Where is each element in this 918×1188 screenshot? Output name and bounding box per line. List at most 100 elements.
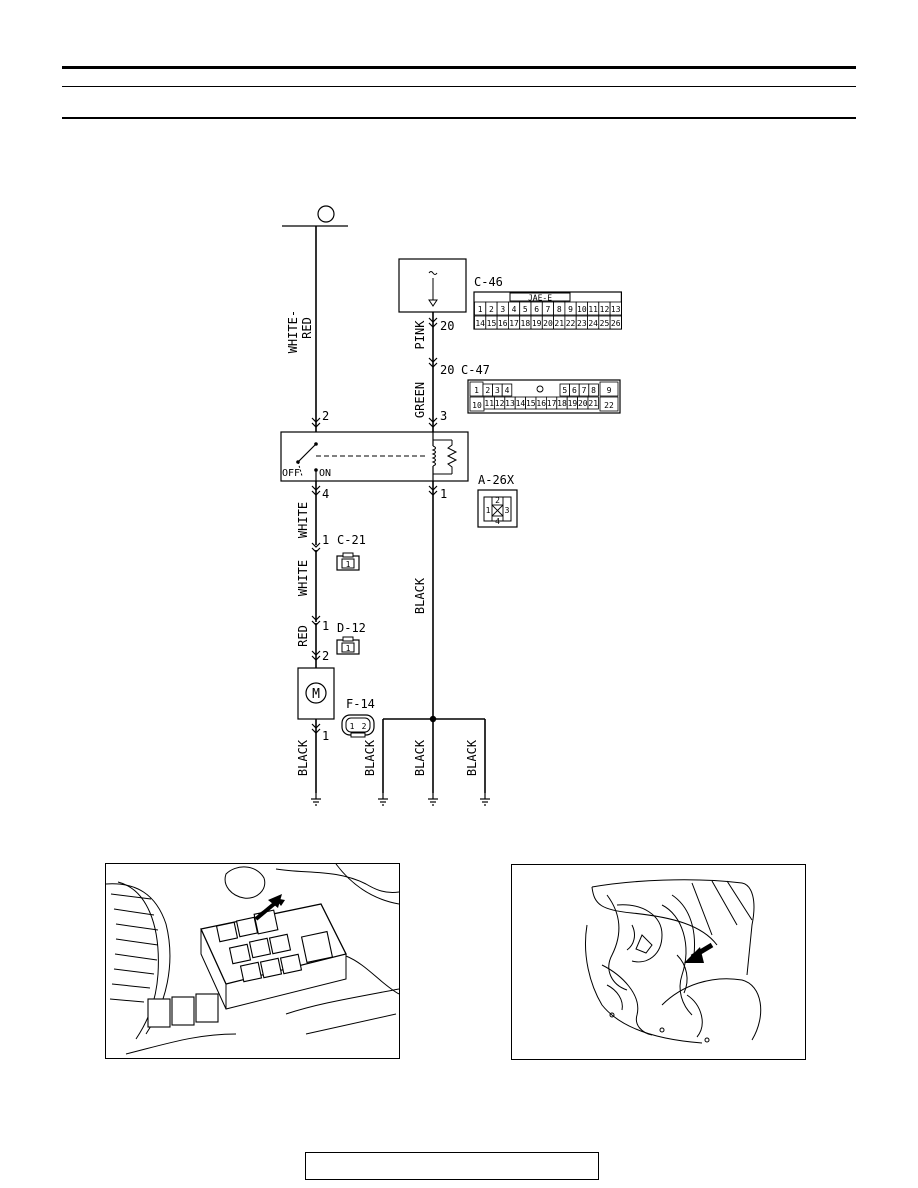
connector-f14-face: 1 2 — [341, 714, 375, 738]
connector-a26x-pin-4: 4 — [495, 517, 500, 526]
ground-bus — [382, 715, 486, 793]
connector-f14-pin-1: 1 — [350, 722, 355, 731]
connector-f14-name: F-14 — [346, 697, 375, 711]
connector-c46-tag: JAE-E — [528, 294, 552, 303]
connector-c46-pin: 9 — [568, 305, 573, 314]
relay-box: OFF ON — [280, 431, 469, 482]
photo-harness — [511, 864, 806, 1060]
wire-label-black-motor: BLACK — [296, 739, 310, 776]
connector-d12-pin-1: 1 — [346, 644, 351, 653]
connector-c47-name: C-47 — [461, 363, 490, 377]
connector-c46-pin: 12 — [600, 305, 610, 314]
connector-c46-pin: 16 — [498, 319, 508, 328]
relay-on-label: ON — [319, 468, 331, 479]
ground-symbol-left — [377, 792, 389, 806]
connector-c46-pin: 24 — [588, 319, 598, 328]
connector-d12-name: D-12 — [337, 621, 366, 635]
relay-pin-in: 2 — [322, 409, 329, 423]
connector-c46-pin: 23 — [577, 319, 587, 328]
wire-label-pink: PINK — [413, 320, 427, 350]
c46-pin: 20 — [440, 319, 454, 333]
connector-c47-pin: 4 — [505, 386, 510, 395]
connector-c46-pin: 4 — [512, 305, 517, 314]
connector-c46-pin: 7 — [546, 305, 551, 314]
motor-pin-top: 2 — [322, 649, 329, 663]
c47-pin-top: 20 — [440, 363, 454, 377]
motor: M — [297, 667, 335, 720]
connector-c46-pin: 15 — [487, 319, 497, 328]
relay-pin-out: 4 — [322, 487, 329, 501]
wire-label-white-red-line1: WHITE- — [286, 310, 300, 353]
wire-label-green: GREEN — [413, 382, 427, 418]
engine-compartment-illustration — [106, 864, 399, 1055]
header-rule-top — [62, 66, 856, 69]
connector-c47-pin: 10 — [472, 401, 482, 410]
connector-c46-pin: 8 — [557, 305, 562, 314]
c47-pin: 3 — [440, 409, 447, 423]
connector-c21-name: C-21 — [337, 533, 366, 547]
wire-label-black-center: BLACK — [413, 739, 427, 776]
wire-label-white-lower: WHITE — [296, 560, 310, 596]
connector-c46-pin: 13 — [611, 305, 621, 314]
connector-c47-pin: 19 — [568, 399, 578, 408]
wire-label-black-right: BLACK — [465, 739, 479, 776]
connector-c47-pin: 22 — [604, 401, 614, 410]
wire-label-black-main: BLACK — [413, 577, 427, 614]
connector-c46-pin: 22 — [566, 319, 576, 328]
connector-c47-pin: 18 — [557, 399, 567, 408]
photo-relay-box — [105, 863, 400, 1059]
connector-c47-pin: 6 — [572, 386, 577, 395]
connector-c47-pin: 20 — [578, 399, 588, 408]
ecu-box — [398, 258, 467, 313]
connector-c46-pin: 26 — [611, 319, 621, 328]
connector-c47-pin: 14 — [516, 399, 526, 408]
relay-pin-coil: 1 — [440, 487, 447, 501]
connector-c46-pin: 10 — [577, 305, 587, 314]
connector-c46-pin: 11 — [588, 305, 598, 314]
connector-a26x-name: A-26X — [478, 473, 515, 487]
connector-c46-pin: 6 — [534, 305, 539, 314]
connector-c46-pin: 17 — [509, 319, 519, 328]
wire-label-black-left: BLACK — [363, 739, 377, 776]
connector-a26x-face: 1 2 3 4 — [477, 489, 518, 528]
ground-symbol-motor — [310, 792, 322, 806]
ground-symbol-right — [479, 792, 491, 806]
d12-pin: 1 — [322, 619, 329, 633]
connector-c47-pin: 17 — [547, 399, 557, 408]
connector-c47-pin: 2 — [485, 386, 490, 395]
header-rule-bottom — [62, 117, 856, 119]
connector-c47-pin: 16 — [536, 399, 546, 408]
ground-symbol-center — [427, 792, 439, 806]
connector-c47-pin: 8 — [591, 386, 596, 395]
c21-pin: 1 — [322, 533, 329, 547]
dashboard-harness-illustration — [584, 879, 762, 1044]
connector-c46-pin: 14 — [475, 319, 485, 328]
connector-c21-pin-1: 1 — [346, 560, 351, 569]
wire-label-red: RED — [296, 625, 310, 647]
wire-label-white-upper: WHITE — [296, 502, 310, 538]
wire-label-white-red: WHITE- RED — [286, 303, 314, 354]
connector-c47-pin: 5 — [562, 386, 567, 395]
connector-c47-pin: 1 — [474, 386, 479, 395]
motor-pin-bottom: 1 — [322, 729, 329, 743]
connector-c47-pin: 7 — [582, 386, 587, 395]
connector-c46-pin: 25 — [600, 319, 610, 328]
connector-d12-face: 1 — [336, 636, 360, 655]
connector-c46-pin: 21 — [554, 319, 564, 328]
connector-c47-pin: 3 — [495, 386, 500, 395]
connector-c47-pin: 9 — [607, 386, 612, 395]
power-source — [282, 205, 348, 227]
connector-c46-pin: 1 — [478, 305, 483, 314]
wire-label-white-red-line2: RED — [300, 317, 314, 339]
connector-c46-name: C-46 — [474, 275, 503, 289]
connector-c47-pin: 12 — [495, 399, 505, 408]
connector-c46-pin: 3 — [500, 305, 505, 314]
connector-a26x-pin-1: 1 — [486, 506, 491, 515]
footer-box — [305, 1152, 599, 1180]
connector-f14-pin-2: 2 — [362, 722, 367, 731]
connector-a26x-pin-3: 3 — [505, 506, 510, 515]
connector-c47-pin: 21 — [588, 399, 598, 408]
